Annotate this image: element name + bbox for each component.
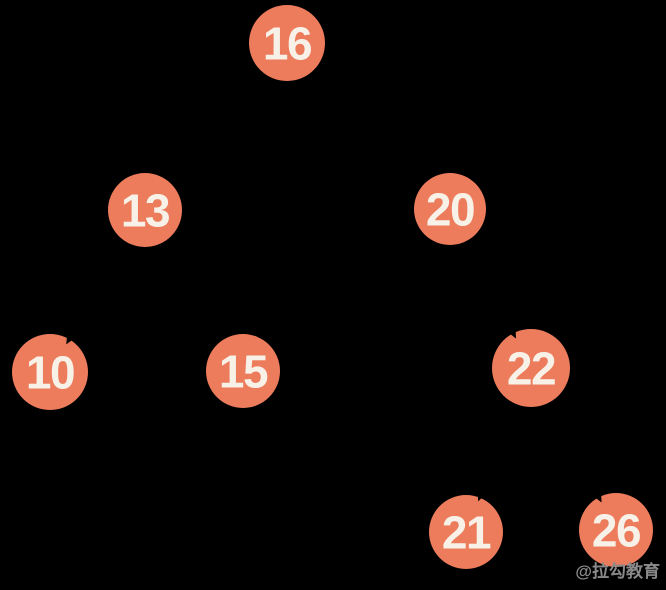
tree-node-label-26: 26 <box>592 505 640 557</box>
tree-edge-22-26 <box>548 402 598 495</box>
tree-node-label-13: 13 <box>121 185 169 237</box>
tree-edge-16-20 <box>312 69 418 177</box>
tree-edge-arrowhead-22-26 <box>592 491 602 503</box>
tree-edge-16-13 <box>175 71 264 175</box>
tree-node-21 <box>429 495 503 569</box>
tree-node-label-21: 21 <box>442 507 491 559</box>
tree-edge-13-15 <box>163 241 219 331</box>
tree-edge-arrowhead-16-13 <box>169 170 180 182</box>
tree-node-label-10: 10 <box>26 347 74 399</box>
tree-node-13 <box>108 173 182 247</box>
tree-edge-arrowhead-16-20 <box>413 172 425 183</box>
tree-edge-arrowhead-13-15 <box>214 327 224 339</box>
tree-node-20 <box>414 173 486 245</box>
tree-node-26 <box>579 493 653 567</box>
tree-edge-arrowhead-13-10 <box>66 333 76 345</box>
tree-edge-arrowhead-20-22 <box>507 327 517 339</box>
tree-edge-20-22 <box>465 240 513 331</box>
tree-node-label-20: 20 <box>426 184 474 236</box>
tree-edge-22-21 <box>480 403 518 493</box>
tree-node-15 <box>206 334 280 408</box>
tree-node-22 <box>492 329 570 407</box>
tree-node-10 <box>12 334 88 410</box>
tree-edge-13-10 <box>70 241 128 337</box>
tree-edge-arrowhead-22-21 <box>477 490 487 502</box>
tree-node-label-22: 22 <box>507 343 555 395</box>
tree-node-label-15: 15 <box>219 346 268 398</box>
tree-node-16 <box>249 5 325 81</box>
tree-node-label-16: 16 <box>263 18 311 70</box>
